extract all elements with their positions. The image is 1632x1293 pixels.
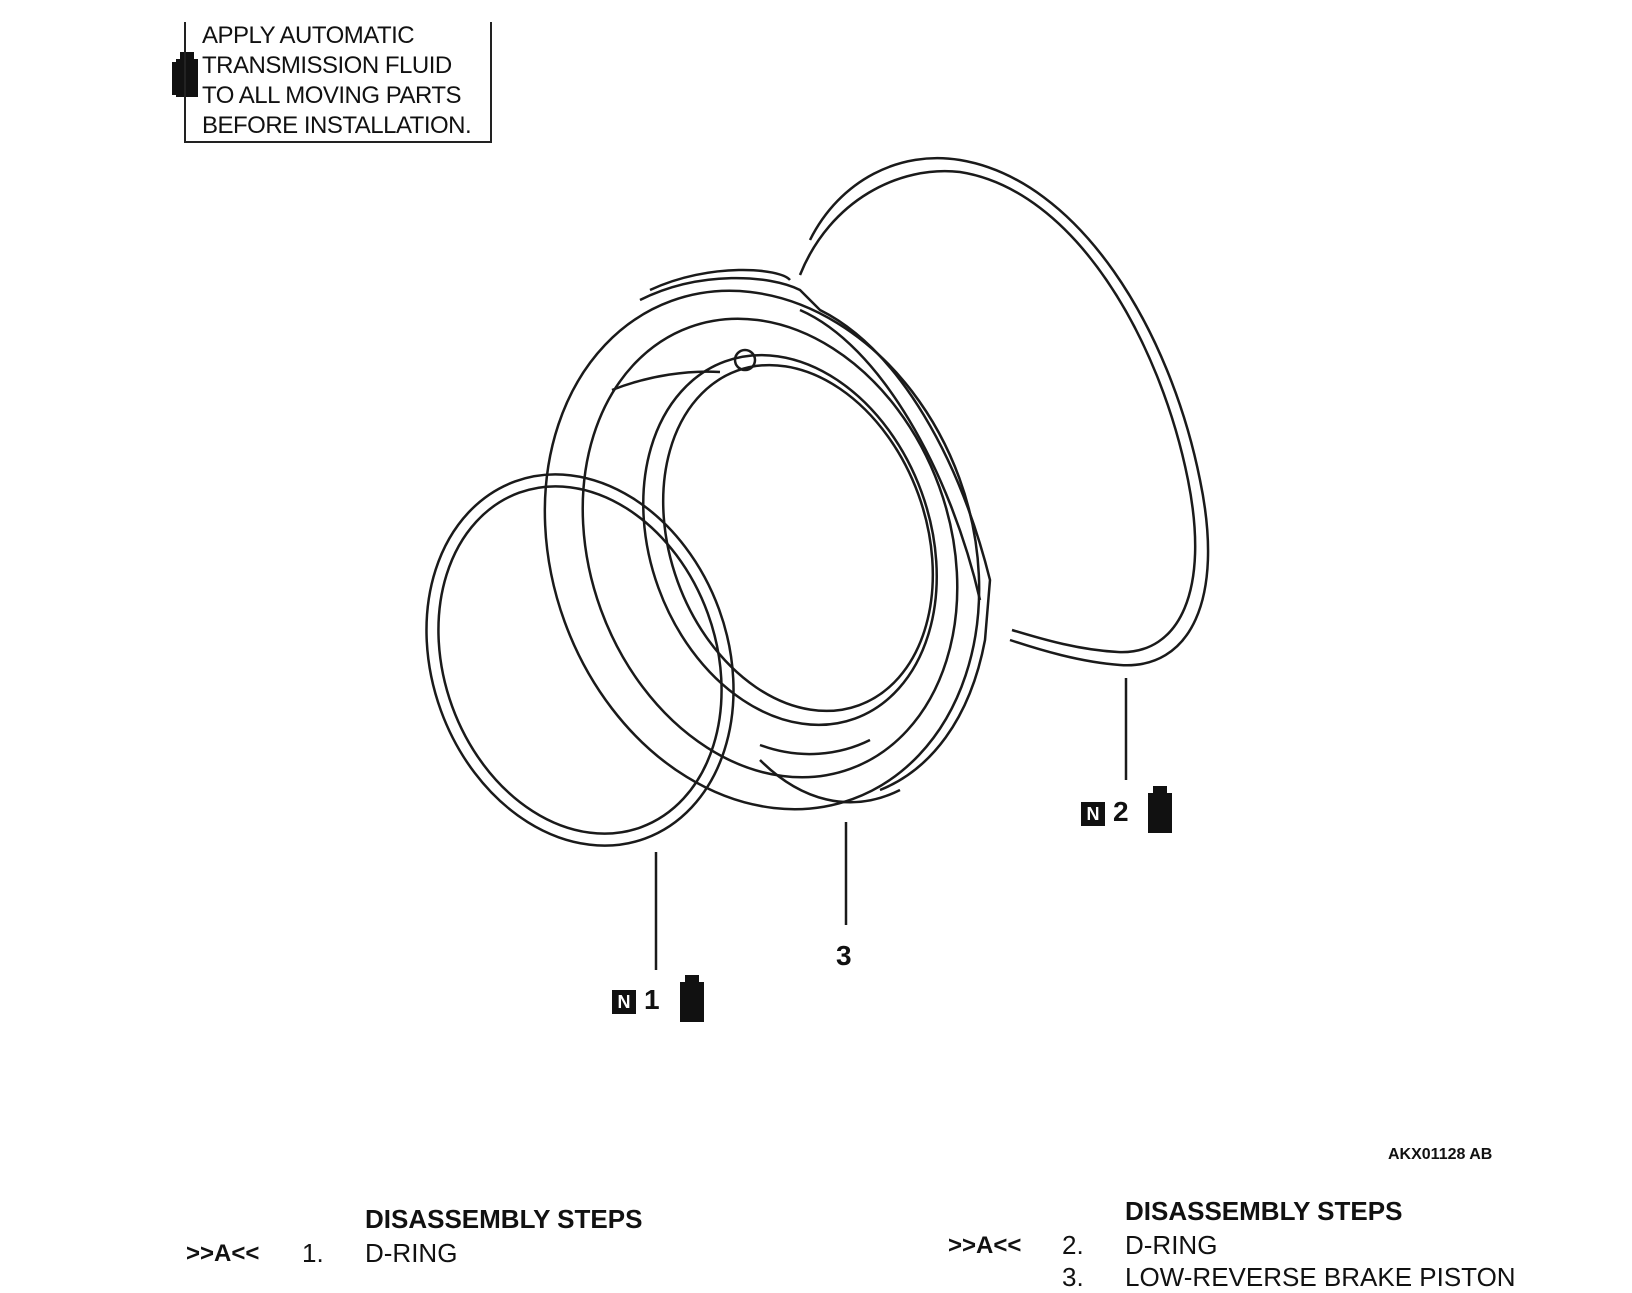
d-ring-large [798, 156, 1210, 667]
note-line-4: BEFORE INSTALLATION. [202, 112, 472, 139]
d-ring-small [425, 473, 735, 847]
steps-right-num-2: 3. [1062, 1262, 1084, 1292]
note-line-1: APPLY AUTOMATIC [202, 22, 415, 49]
note-line-3: TO ALL MOVING PARTS [202, 82, 462, 109]
note-box [184, 22, 492, 143]
steps-right-marker-1: >>A<< [948, 1232, 1022, 1259]
steps-right-text-1: D-RING [1125, 1230, 1218, 1260]
steps-right-title: DISASSEMBLY STEPS [1125, 1196, 1403, 1226]
steps-left-num-1: 1. [302, 1238, 324, 1268]
new-part-badge-2: N [1081, 802, 1105, 826]
fluid-bottle-icon [1148, 786, 1172, 833]
steps-left-marker-1: >>A<< [186, 1240, 260, 1267]
callout-3: 3 [836, 940, 852, 971]
note-line-2: TRANSMISSION FLUID [202, 52, 452, 79]
new-part-badge-1: N [612, 990, 636, 1014]
low-reverse-brake-piston [543, 268, 992, 811]
steps-right-text-2: LOW-REVERSE BRAKE PISTON [1125, 1262, 1516, 1292]
fluid-bottle-icon [172, 52, 198, 97]
fluid-bottle-icon [680, 975, 704, 1022]
steps-right-num-1: 2. [1062, 1230, 1084, 1260]
steps-left-text-1: D-RING [365, 1238, 458, 1268]
figure-reference-code: AKX01128 AB [1388, 1146, 1493, 1163]
callout-2: 2 [1113, 796, 1129, 827]
callout-1: 1 [644, 984, 660, 1015]
steps-left-title: DISASSEMBLY STEPS [365, 1204, 643, 1234]
